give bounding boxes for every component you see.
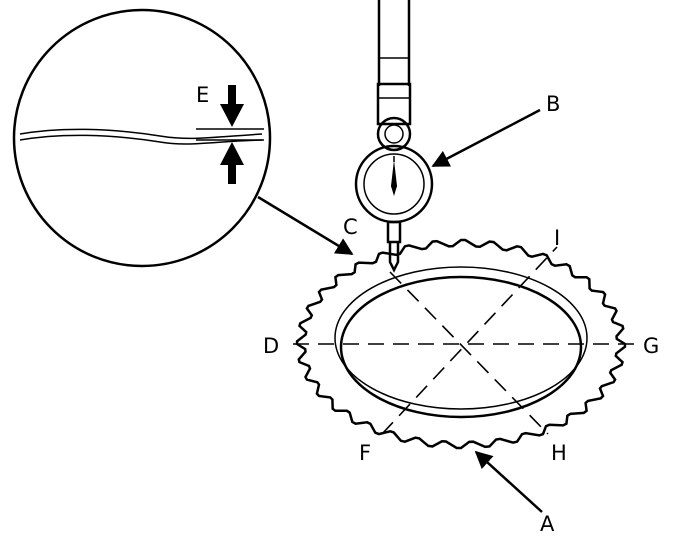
disc-inner-opening — [339, 275, 583, 419]
dial-indicator — [354, 0, 434, 273]
label-c: C — [343, 215, 358, 239]
label-g: G — [643, 334, 659, 358]
label-e: E — [196, 83, 209, 107]
measure-line-c-h — [389, 271, 549, 435]
label-d: D — [263, 334, 279, 358]
dial-face-inner — [363, 153, 425, 215]
label-a: A — [540, 512, 555, 536]
disc-edge-wavy-line-lower — [19, 134, 263, 145]
disc-inner-ring — [334, 266, 588, 410]
label-h: H — [551, 441, 567, 465]
label-f: F — [359, 441, 371, 465]
disc-edge-wavy-line — [19, 128, 263, 140]
warpage-arrow-up — [220, 142, 244, 184]
indicator-knob-ring — [376, 116, 412, 152]
warpage-arrow-down — [220, 85, 244, 127]
pointer-a — [474, 450, 543, 513]
indicator-knob — [384, 124, 404, 144]
plunger-tip — [388, 242, 400, 273]
indicator-stem-housing — [376, 82, 412, 126]
magnified-detail — [12, 8, 272, 268]
pointer-b — [431, 108, 541, 168]
label-b: B — [546, 92, 560, 116]
detail-pointer-arrow — [257, 195, 354, 256]
plunger-sleeve — [386, 220, 402, 244]
dial-needle — [391, 160, 397, 196]
measure-line-f-i — [381, 246, 558, 435]
detail-circle — [12, 8, 272, 268]
label-i: I — [554, 226, 560, 250]
dial-needle-hub — [391, 183, 397, 189]
